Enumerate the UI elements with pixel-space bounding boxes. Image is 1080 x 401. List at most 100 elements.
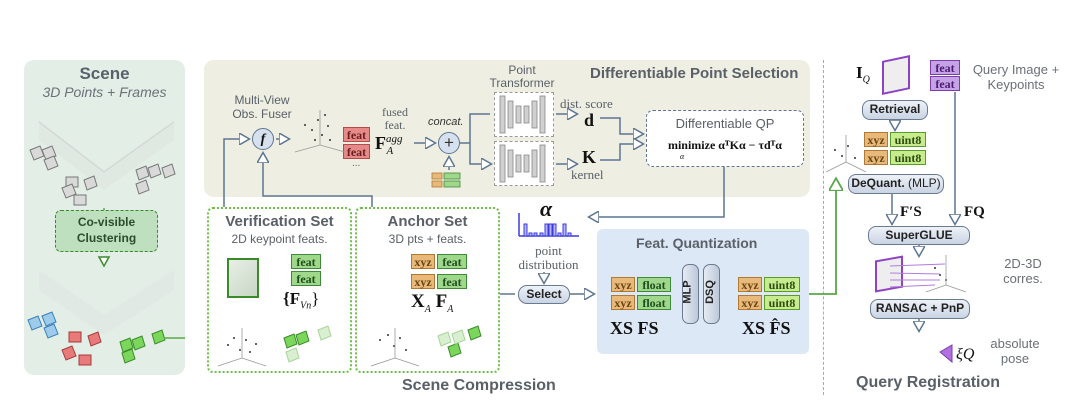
fq-symbol: FQ	[964, 204, 985, 220]
vs-open: {F	[283, 289, 301, 308]
query-image	[882, 55, 910, 95]
kernel-label: kernel	[571, 167, 604, 182]
vs-sub: Vn	[300, 300, 312, 312]
qp-formula: minimize αᵀKα − τdᵀα	[667, 138, 783, 152]
alpha-symbol: α	[540, 196, 553, 221]
anchor-set-box	[355, 207, 500, 373]
blue-frames	[27, 311, 59, 339]
iq-symbol: IQ	[856, 63, 870, 85]
scene-subtitle: 3D Points + Frames	[42, 84, 167, 100]
scene-compression-label: Scene Compression	[402, 377, 556, 394]
qp-box	[646, 110, 804, 167]
corres-label: 2D-3D corres.	[1003, 256, 1043, 286]
query-xyz-2: xyz	[864, 150, 888, 165]
iq-i: I	[856, 63, 863, 82]
pose-symbol: ξQ	[956, 346, 975, 363]
point-cloud-bottom	[39, 270, 174, 335]
fs-prime-symbol: F′S	[900, 204, 922, 220]
verification-feat-chip-2: feat	[291, 271, 321, 286]
query-uint-2: uint8	[890, 150, 926, 165]
co-visible-clustering-box	[55, 210, 158, 252]
dequant-suffix: (MLP)	[908, 176, 941, 190]
iq-sub: Q	[862, 74, 870, 86]
corres-image	[875, 255, 903, 293]
concat-label: concat.	[428, 116, 464, 128]
fused-feat-chip-2: feat	[343, 144, 370, 159]
distribution-histogram	[518, 213, 579, 237]
q-output-symbol: XS F̂S	[742, 318, 791, 338]
anchor-set-subtitle: 3D pts + feats.	[388, 232, 467, 246]
ransac-pnp-button[interactable]: RANSAC + PnP	[870, 299, 970, 319]
anchor-symbol: XA FA	[411, 291, 453, 315]
select-button[interactable]: Select	[518, 285, 570, 304]
fuser-node: f	[252, 128, 274, 150]
dsq-label: DSQ	[703, 280, 716, 304]
query-feat-chip-1: feat	[930, 60, 960, 75]
gray-frames	[29, 145, 176, 206]
section-divider	[823, 60, 824, 395]
point-cloud-top	[38, 120, 175, 190]
concat-node: +	[438, 132, 460, 154]
fused-feat-symbol: FaggA	[375, 133, 403, 157]
d-symbol: d	[584, 110, 595, 130]
q-out-xyz-1: xyz	[738, 277, 762, 292]
dequant-label: DeQuant.	[851, 176, 905, 190]
q-in-float-2: float	[637, 295, 671, 310]
anchor-xyz-2: xyz	[411, 274, 435, 289]
query-uint-1: uint8	[890, 132, 926, 147]
mlp-label: MLP	[681, 280, 694, 304]
dist-score-label: dist. score	[560, 96, 613, 111]
fused-sub: A	[386, 144, 394, 157]
qp-sub: α	[680, 152, 685, 161]
fused-feat-label: fused feat.	[382, 105, 408, 132]
fused-feat-ellipsis: ...	[352, 158, 361, 169]
q-in-float-1: float	[637, 277, 671, 292]
q-out-uint-1: uint8	[764, 277, 800, 292]
verification-set-subtitle: 2D keypoint feats.	[231, 232, 328, 246]
xa-sub: A	[424, 303, 431, 315]
verification-feat-chip-1: feat	[291, 254, 321, 269]
verification-set-title: Verification Set	[225, 213, 334, 230]
pose-label: absolute pose	[990, 336, 1040, 366]
query-caption: Query Image + Keypoints	[972, 62, 1060, 92]
query-registration-label: Query Registration	[856, 374, 1001, 391]
q-out-xyz-2: xyz	[738, 295, 762, 310]
query-xyz-1: xyz	[864, 132, 888, 147]
anchor-set-title: Anchor Set	[387, 213, 468, 230]
transformer-top	[494, 92, 554, 137]
point-distribution-label: point distribution	[518, 243, 579, 272]
scene-illustration	[27, 120, 185, 366]
anchor-feat-2: feat	[437, 274, 467, 289]
superglue-button[interactable]: SuperGLUE	[868, 226, 970, 245]
q-input-symbol: XS FS	[610, 318, 659, 338]
retrieval-button[interactable]: Retrieval	[862, 100, 928, 120]
q-out-uint-2: uint8	[764, 295, 800, 310]
transformer-bottom	[494, 141, 554, 186]
qp-title: Differentiable QP	[675, 116, 775, 131]
fuser-symbol: f	[260, 132, 266, 147]
fa-sub: A	[447, 303, 454, 315]
query-feat-chip-2: feat	[930, 76, 960, 91]
anchor-feat-1: feat	[437, 254, 467, 269]
fuser-label: Multi-View Obs. Fuser	[232, 93, 292, 121]
dsq-block	[703, 264, 720, 324]
fused-feat-chip-1: feat	[343, 127, 370, 142]
red-frames	[61, 331, 102, 366]
fa: F	[435, 291, 448, 312]
q-in-xyz-1: xyz	[611, 277, 635, 292]
verification-set-box	[207, 207, 352, 373]
keyframe-image	[227, 258, 259, 298]
quantization-title: Feat. Quantization	[636, 235, 758, 251]
fused-sup: agg	[386, 133, 403, 145]
fused-f: F	[375, 133, 386, 153]
co-visible-clustering-label: Co-visible Clustering	[76, 215, 137, 245]
vs-close: }	[311, 289, 320, 308]
pose-camera	[939, 344, 953, 364]
verification-symbol: {FVn}	[283, 289, 319, 311]
mlp-block	[682, 264, 699, 324]
green-frames	[119, 329, 166, 364]
k-symbol: K	[582, 147, 597, 167]
dequant-button[interactable]: DeQuant. (MLP)	[848, 174, 944, 194]
scene-title: Scene	[79, 64, 130, 83]
transformer-label: Point Transformer	[489, 63, 555, 90]
